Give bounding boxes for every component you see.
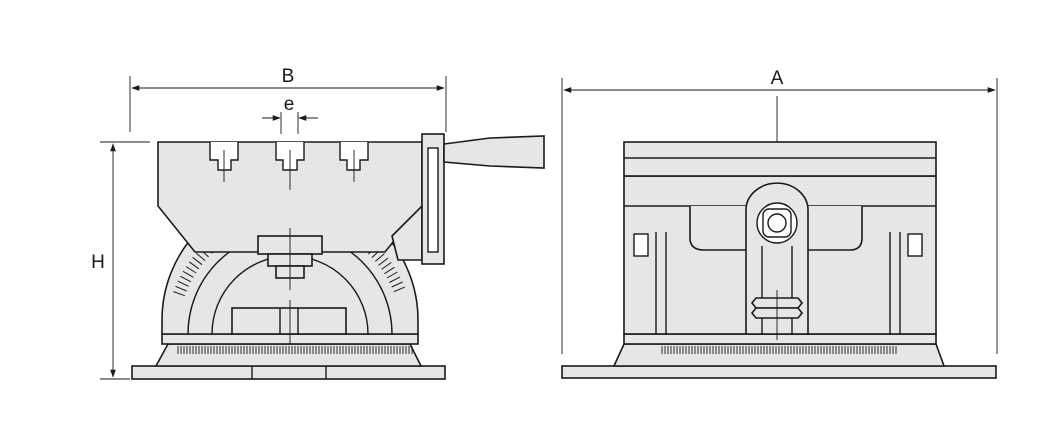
front-top-plate bbox=[623, 141, 937, 177]
dimension-labels: B e H A bbox=[91, 66, 784, 273]
front-scale-strip bbox=[623, 333, 937, 345]
dial-tick bbox=[180, 275, 192, 283]
label-a: A bbox=[771, 68, 784, 89]
crank-handle bbox=[443, 135, 545, 169]
dial-tick bbox=[391, 281, 403, 288]
dial-tick bbox=[386, 271, 398, 279]
screw-center bbox=[767, 213, 787, 233]
dimension-lines bbox=[100, 76, 998, 380]
dial-tick bbox=[173, 291, 185, 297]
dial-tick bbox=[374, 253, 385, 262]
dial-tick bbox=[182, 270, 194, 278]
label-b: B bbox=[282, 66, 295, 87]
dial-tick bbox=[185, 266, 197, 274]
side-scale-ticks bbox=[177, 346, 413, 354]
label-e: e bbox=[284, 94, 295, 115]
front-scale-ticks bbox=[661, 346, 897, 354]
dial-tick bbox=[393, 286, 405, 293]
side-view bbox=[131, 133, 545, 380]
front-base-plate bbox=[561, 365, 997, 379]
dial-tick bbox=[177, 280, 189, 287]
front-view bbox=[561, 96, 997, 379]
dial-tick bbox=[192, 256, 203, 266]
dial-tick bbox=[188, 261, 200, 270]
crank-arm-slot bbox=[427, 147, 439, 253]
lower-block bbox=[231, 307, 347, 335]
dial-tick bbox=[389, 276, 401, 283]
label-h: H bbox=[91, 252, 105, 273]
dial-tick bbox=[384, 266, 395, 275]
dial-tick bbox=[195, 252, 206, 262]
right-clamp-tab bbox=[907, 233, 923, 257]
dial-tick bbox=[378, 257, 389, 266]
left-clamp-tab bbox=[633, 233, 649, 257]
dial-tick bbox=[175, 285, 187, 292]
side-base-plate bbox=[131, 365, 446, 380]
dial-tick bbox=[381, 262, 392, 270]
